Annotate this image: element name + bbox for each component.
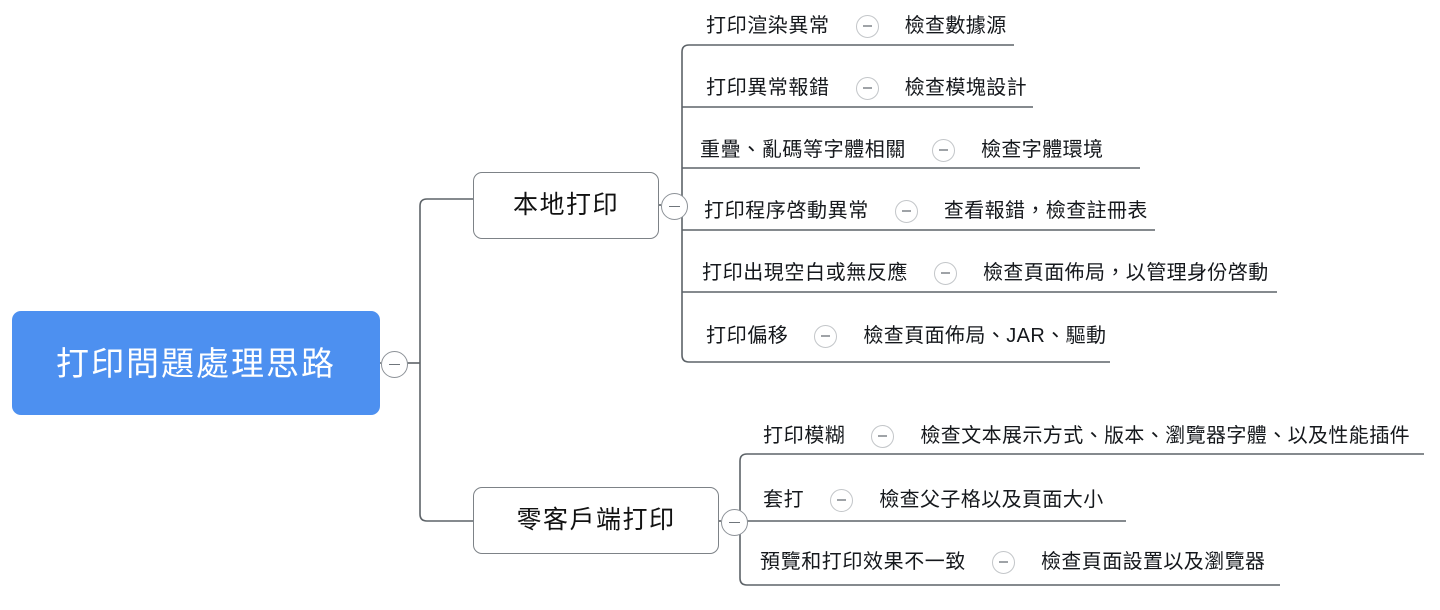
leaf-action: 檢查文本展示方式、版本、瀏覽器字體、以及性能插件 [920, 425, 1411, 447]
leaf-collapse-toggle-icon[interactable] [814, 324, 838, 348]
branch-node-zero-client-print-label: 零客戶端打印 [516, 506, 676, 534]
leaf-label: 重疊、亂碼等字體相關 [700, 139, 906, 161]
root-node-label: 打印問題處理思路 [56, 344, 336, 382]
leaf-collapse-toggle-icon[interactable] [894, 199, 918, 223]
leaf-label: 預覽和打印效果不一致 [760, 551, 966, 573]
root-node[interactable]: 打印問題處理思路 [12, 311, 380, 415]
leaf-row[interactable]: 打印異常報錯 檢查模塊設計 [706, 71, 1027, 105]
leaf-action: 檢查字體環境 [981, 139, 1104, 161]
leaf-action: 檢查頁面設置以及瀏覽器 [1041, 551, 1266, 573]
leaf-label: 套打 [763, 489, 805, 511]
leaf-collapse-toggle-icon[interactable] [830, 488, 854, 512]
leaf-row[interactable]: 打印渲染異常 檢查數據源 [706, 9, 1007, 43]
leaf-row[interactable]: 打印程序啓動異常 查看報錯，檢查註冊表 [704, 194, 1148, 228]
leaf-label: 打印偏移 [706, 325, 789, 347]
root-collapse-toggle-icon[interactable] [381, 351, 408, 378]
branch-local-print-collapse-toggle-icon[interactable] [661, 193, 688, 220]
leaf-label: 打印程序啓動異常 [704, 200, 869, 222]
leaf-row[interactable]: 預覽和打印效果不一致 檢查頁面設置以及瀏覽器 [760, 545, 1265, 579]
branch-node-local-print[interactable]: 本地打印 [473, 172, 659, 239]
leaf-collapse-toggle-icon[interactable] [855, 14, 879, 38]
leaf-label: 打印模糊 [763, 425, 846, 447]
leaf-label: 打印異常報錯 [706, 77, 830, 99]
leaf-collapse-toggle-icon[interactable] [932, 138, 955, 162]
branch-node-zero-client-print[interactable]: 零客戶端打印 [473, 487, 719, 554]
leaf-action: 檢查模塊設計 [904, 77, 1028, 99]
leaf-label: 打印渲染異常 [706, 15, 830, 37]
leaf-collapse-toggle-icon[interactable] [871, 424, 895, 448]
leaf-row[interactable]: 打印出現空白或無反應 檢查頁面佈局，以管理身份啓動 [702, 256, 1269, 290]
leaf-row[interactable]: 套打 檢查父子格以及頁面大小 [763, 483, 1104, 517]
leaf-action: 查看報錯，檢查註冊表 [943, 200, 1148, 222]
leaf-row[interactable]: 打印偏移 檢查頁面佈局、JAR、驅動 [706, 319, 1106, 353]
leaf-collapse-toggle-icon[interactable] [992, 550, 1015, 574]
leaf-collapse-toggle-icon[interactable] [934, 261, 957, 285]
leaf-row[interactable]: 打印模糊 檢查文本展示方式、版本、瀏覽器字體、以及性能插件 [763, 419, 1410, 453]
leaf-row[interactable]: 重疊、亂碼等字體相關 檢查字體環境 [700, 133, 1103, 167]
leaf-action: 檢查數據源 [904, 15, 1007, 37]
branch-node-local-print-label: 本地打印 [512, 191, 619, 219]
leaf-label: 打印出現空白或無反應 [702, 262, 908, 284]
leaf-action: 檢查頁面佈局，以管理身份啓動 [983, 262, 1269, 284]
leaf-action: 檢查父子格以及頁面大小 [879, 489, 1104, 511]
leaf-action: 檢查頁面佈局、JAR、驅動 [863, 325, 1107, 347]
leaf-collapse-toggle-icon[interactable] [855, 76, 879, 100]
branch-zero-client-print-collapse-toggle-icon[interactable] [721, 509, 748, 536]
